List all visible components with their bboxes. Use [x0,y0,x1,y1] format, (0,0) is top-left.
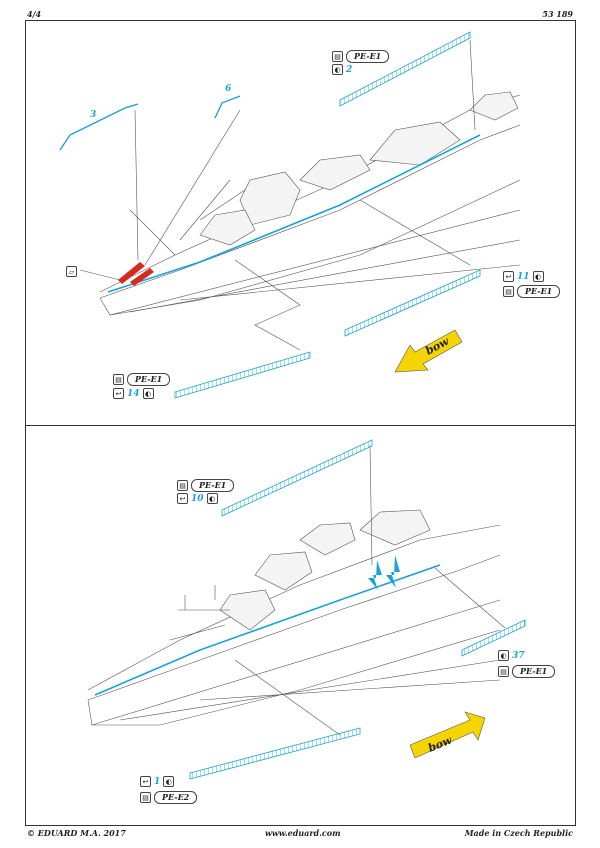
fret-label: PE-E2 [154,791,198,804]
part-number: 37 [512,650,525,661]
part-number: 14 [127,388,140,399]
top-hull [99,91,521,316]
part-1-rail [189,727,361,780]
ref-top-fret-2: ▤ PE-E1 [503,285,561,298]
set-number: 53 189 [542,9,573,19]
fret-label: PE-E1 [191,479,235,492]
red-part-a [118,262,145,284]
insert-arrow-2-icon [386,555,400,588]
part-3-rail [59,103,139,151]
ref-top-fret-1: ▤ PE-E1 [332,50,390,63]
ref-top-part-11: ↩ 11 ◐ [503,271,544,282]
footer-copyright: © EDUARD M.A. 2017 [27,828,126,838]
part-number: 11 [517,271,530,282]
fret-icon: ▤ [503,286,514,297]
glue-icon: ◐ [532,271,544,282]
fret-label: PE-E1 [512,665,556,678]
fret-icon: ▤ [113,374,124,385]
bend-icon: ↩ [503,271,514,282]
bottom-callout-lines [234,444,506,736]
glue-icon: ◐ [206,493,218,504]
callout-3: 3 [90,110,97,120]
fret-label: PE-E1 [517,285,561,298]
part-number: 10 [191,493,204,504]
footer-website[interactable]: www.eduard.com [265,828,341,838]
part-37-rail [461,619,526,657]
fret-icon: ▤ [177,480,188,491]
part-14-rail [174,351,311,399]
fret-label: PE-E1 [127,373,171,386]
fret-icon: ▤ [140,792,151,803]
section-divider [25,425,576,426]
red-part-b [130,268,154,286]
ref-bottom-fret-1: ▤ PE-E1 [177,479,235,492]
part-6-rail [214,95,241,119]
part-number: 1 [154,776,161,787]
fret-icon: ▤ [498,666,509,677]
part-number: 2 [346,64,353,75]
ref-bottom-fret-3: ▤ PE-E2 [140,791,198,804]
ref-bottom-part-1: ↩ 1 ◐ [140,776,175,787]
bottom-hull [87,509,501,726]
ref-top-bow-part: ▱ [66,266,77,277]
fret-icon: ▤ [332,51,343,62]
ref-bottom-part-10: ↩ 10 ◐ [177,493,218,504]
bend-icon: ↩ [113,388,124,399]
glue-icon: ◐ [498,650,509,661]
top-callout-lines [79,39,476,351]
bend-icon: ↩ [177,493,188,504]
fret-label: PE-E1 [346,50,390,63]
ref-top-fret-3: ▤ PE-E1 [113,373,171,386]
glue-icon: ◐ [332,64,343,75]
ref-bottom-fret-2: ▤ PE-E1 [498,665,556,678]
bottom-deck-edge-rail [94,564,441,696]
footer-origin: Made in Czech Republic [464,828,573,838]
instruction-frame [25,20,576,826]
page-number: 4/4 [27,9,42,19]
ref-bottom-part-37: ◐ 37 [498,650,525,661]
part-10-rail [221,439,373,517]
bend-icon: ↩ [140,776,151,787]
glue-icon: ◐ [163,776,175,787]
glue-icon: ◐ [142,388,154,399]
bow-arrow-bottom-icon [409,711,486,759]
ref-top-part-14: ↩ 14 ◐ [113,388,154,399]
deck-edge-rail [107,134,481,293]
insert-arrow-1-icon [368,560,382,590]
fret-icon: ▱ [66,266,77,277]
callout-6: 6 [225,84,232,94]
part-2-rail [339,31,471,107]
ref-top-part-2: ◐ 2 [332,64,352,75]
part-11-rail [344,269,481,337]
bow-arrow-top-icon [394,329,463,373]
